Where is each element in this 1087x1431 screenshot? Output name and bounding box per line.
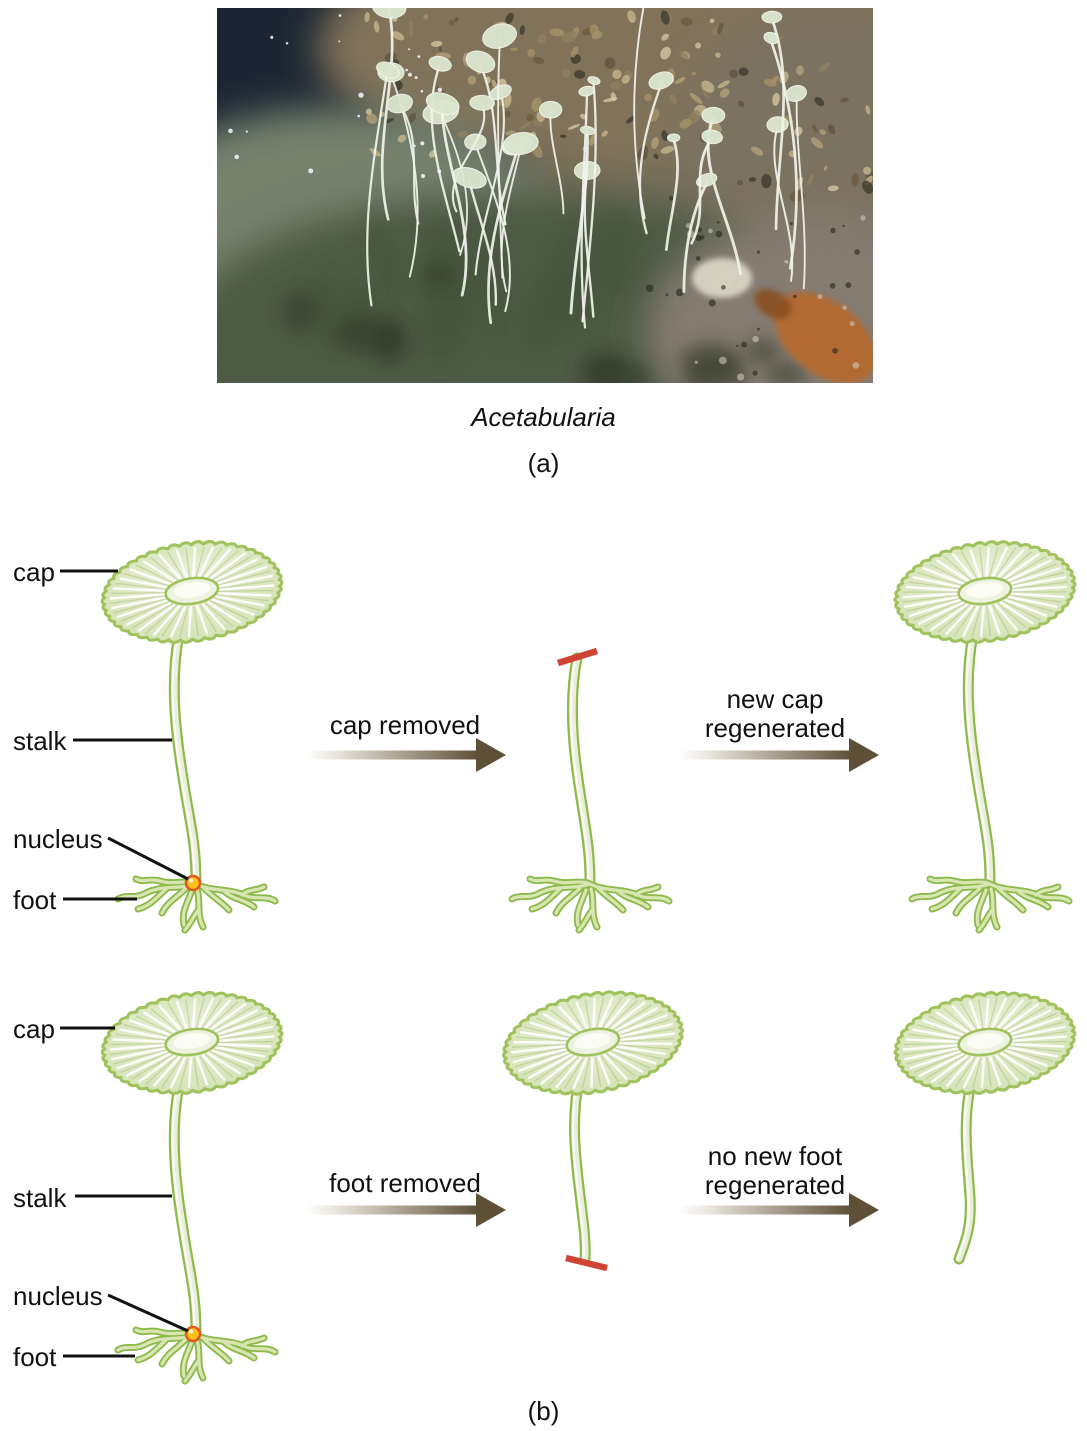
row1-foot-label: foot (13, 885, 57, 915)
alga-cap-regenerated (887, 530, 1083, 930)
panel-a-label: (a) (527, 448, 560, 478)
row2-nucleus-label: nucleus (13, 1281, 103, 1311)
row2-arrow1-label: foot removed (329, 1168, 481, 1198)
row1-arrow1-label: cap removed (329, 710, 481, 740)
row2-foot-label: foot (13, 1342, 57, 1372)
alga-no-foot (887, 979, 1083, 1265)
leader-line (107, 836, 189, 881)
photo-acetabularia (217, 8, 873, 383)
row2-stalk-label: stalk (13, 1183, 67, 1213)
leader-line (107, 1293, 189, 1333)
row2-arrow2-label: no new foot regenerated (704, 1141, 846, 1201)
nucleus-dot (184, 1325, 202, 1343)
photo-acetabularia-canvas (217, 8, 873, 383)
alga-foot-removed (493, 976, 693, 1272)
alga-intact-row1 (94, 530, 290, 930)
panel-b-diagram (60, 530, 1083, 1431)
panel-b-label: (b) (527, 1396, 560, 1426)
cut-mark (565, 1254, 608, 1272)
row1-stalk-label: stalk (13, 726, 67, 756)
alga-cap-removed (512, 647, 669, 930)
row2-cap-label: cap (13, 1014, 55, 1044)
alga-intact-row2 (94, 979, 290, 1381)
species-caption: Acetabularia (471, 402, 616, 432)
cut-mark (557, 647, 598, 667)
process-arrow (305, 738, 506, 772)
row1-arrow2-label: new cap regenerated (704, 684, 846, 744)
row1-nucleus-label: nucleus (13, 824, 103, 854)
row1-cap-label: cap (13, 557, 55, 587)
